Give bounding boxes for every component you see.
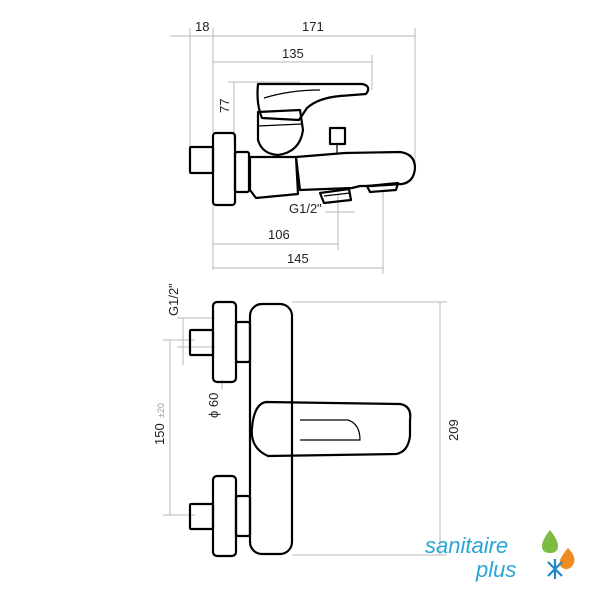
top-wall-nut bbox=[188, 328, 215, 357]
bottom-wall-nut bbox=[188, 502, 215, 531]
dim-145: 145 bbox=[287, 251, 309, 266]
top-connector-ring bbox=[234, 320, 252, 364]
side-view: 18 171 135 77 G1/2" 106 145 bbox=[170, 19, 417, 274]
dim-18: 18 bbox=[195, 19, 209, 34]
logo-green-drop-icon bbox=[542, 530, 558, 553]
dim-150: 150 bbox=[152, 423, 167, 445]
bottom-connector-ring bbox=[234, 494, 252, 538]
connector-ring bbox=[233, 150, 251, 194]
dim-135: 135 bbox=[282, 46, 304, 61]
flange bbox=[211, 131, 237, 207]
logo-text-sanitaire: sanitaire bbox=[425, 533, 508, 558]
dim-106: 106 bbox=[268, 227, 290, 242]
cartridge-column bbox=[256, 108, 305, 157]
diverter-knob bbox=[328, 126, 347, 146]
aerator bbox=[365, 181, 400, 194]
logo-flame-icon bbox=[559, 548, 575, 570]
dim-diameter: ϕ 60 bbox=[206, 393, 221, 418]
bottom-flange bbox=[211, 474, 238, 558]
side-view-dimension-lines bbox=[170, 28, 416, 274]
front-view-dimension-lines bbox=[163, 301, 447, 556]
dim-209: 209 bbox=[446, 419, 461, 441]
dim-77: 77 bbox=[217, 99, 232, 113]
front-body bbox=[248, 302, 294, 556]
dim-tolerance: ±20 bbox=[156, 403, 166, 418]
top-flange bbox=[211, 300, 238, 384]
front-view: G1/2" 150 ±20 ϕ 60 209 bbox=[152, 283, 461, 558]
mixer-body bbox=[248, 155, 300, 200]
shower-outlet bbox=[318, 187, 353, 205]
dim-thread-front: G1/2" bbox=[166, 283, 181, 316]
logo: sanitaire plus bbox=[425, 530, 575, 582]
logo-text-plus: plus bbox=[475, 557, 516, 582]
dim-thread-side: G1/2" bbox=[289, 201, 322, 216]
front-lever-handle bbox=[250, 400, 412, 458]
dim-171: 171 bbox=[302, 19, 324, 34]
lever-handle bbox=[256, 82, 370, 122]
wall-nut bbox=[188, 145, 215, 175]
logo-snowflake-icon bbox=[547, 559, 563, 579]
